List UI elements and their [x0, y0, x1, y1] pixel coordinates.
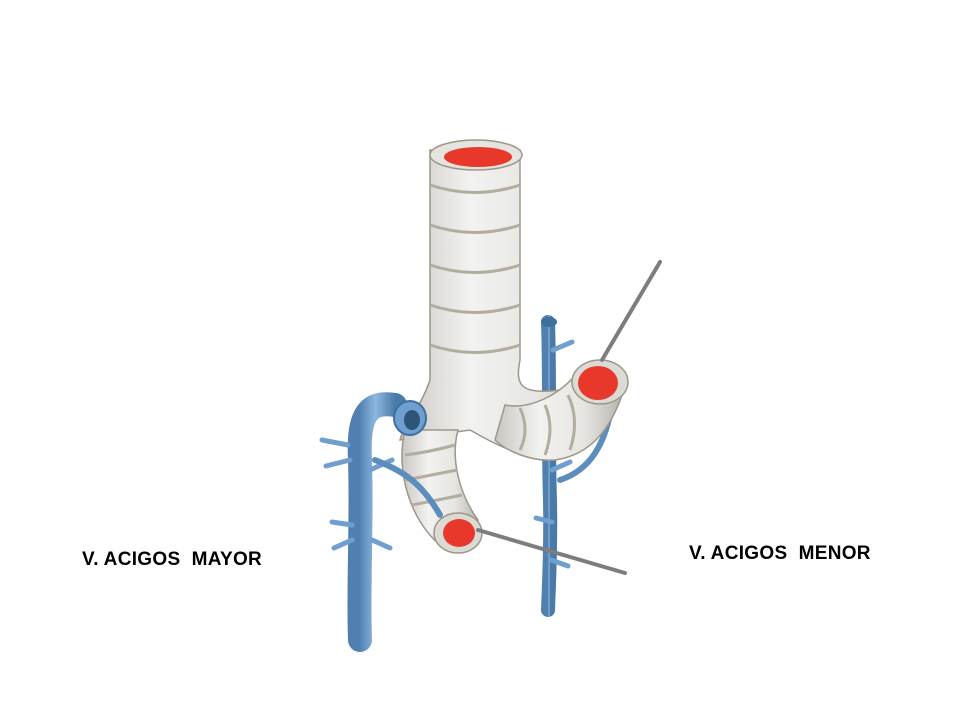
- label-azygos-minor: V. ACIGOS MENOR: [689, 543, 871, 564]
- azygos-major-vein: [319, 392, 443, 652]
- probes: [476, 260, 662, 575]
- trachea: [399, 139, 629, 554]
- label-azygos-major: V. ACIGOS MAYOR: [82, 549, 263, 570]
